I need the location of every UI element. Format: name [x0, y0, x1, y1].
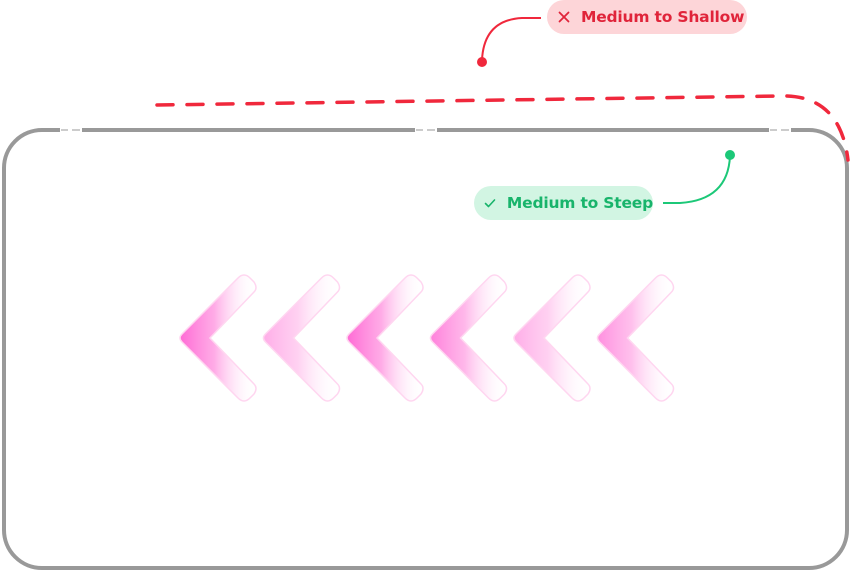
- chevron-row: [179, 274, 675, 402]
- chevron-shape: [429, 274, 508, 402]
- chevron-shape: [262, 274, 341, 402]
- annotation-medium-to-steep: Medium to Steep: [474, 186, 653, 220]
- check-icon: [484, 196, 497, 210]
- chevron-left-icon: [262, 274, 341, 402]
- x-icon: [557, 10, 571, 24]
- bad-connector: [481, 17, 541, 61]
- good-connector: [663, 155, 731, 204]
- chevron-left-icon: [179, 274, 257, 402]
- handle-middle[interactable]: [415, 127, 437, 134]
- handle-left[interactable]: [60, 127, 82, 134]
- chevron-shape: [346, 274, 424, 402]
- bad-connector-dot: [477, 57, 487, 67]
- annotation-medium-to-shallow: Medium to Shallow: [547, 0, 747, 34]
- good-connector-dot: [725, 150, 735, 160]
- chevron-shape: [179, 274, 257, 402]
- shallow-curve: [155, 94, 850, 162]
- annotation-label: Medium to Shallow: [581, 8, 745, 26]
- annotation-label: Medium to Steep: [506, 194, 653, 212]
- chevron-left-icon: [596, 274, 675, 402]
- chevron-left-icon: [429, 274, 508, 402]
- chevron-shape: [513, 274, 591, 402]
- frame-handles: [60, 127, 791, 134]
- chevron-left-icon: [513, 274, 591, 402]
- frame-outline: [2, 128, 849, 570]
- chevron-shape: [596, 274, 675, 402]
- handle-right[interactable]: [769, 127, 791, 134]
- chevron-left-icon: [346, 274, 424, 402]
